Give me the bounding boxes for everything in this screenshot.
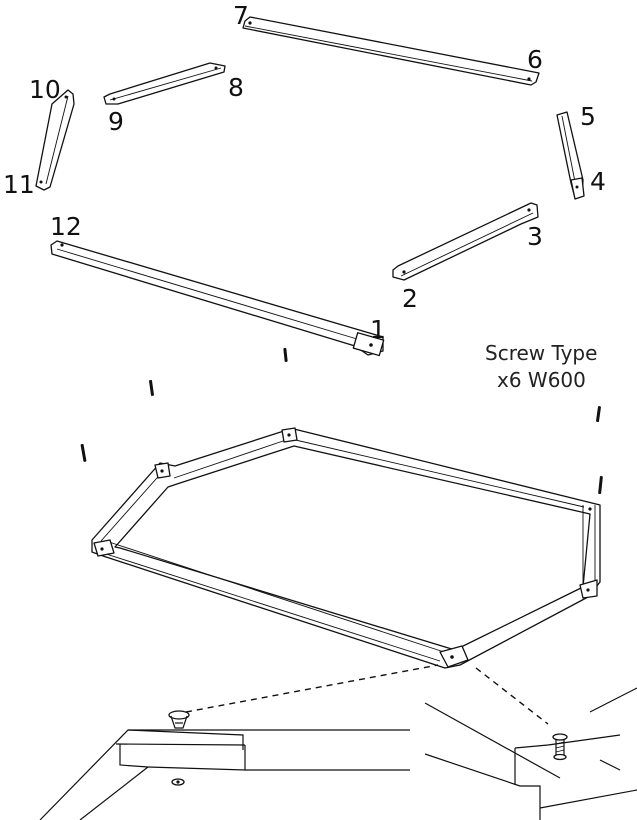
assembled-frame: [91, 427, 601, 669]
screw-type-caption-line2: x6 W600: [497, 368, 586, 392]
part-label-5: 5: [580, 102, 596, 131]
part-label-9: 9: [108, 107, 124, 136]
rail-part-8-9: [103, 62, 226, 105]
part-label-1: 1: [370, 315, 386, 344]
part-label-6: 6: [527, 45, 543, 74]
part-label-10: 10: [29, 75, 61, 104]
detail-inset-left: [39, 710, 410, 820]
detail-inset-right: [424, 687, 637, 820]
part-label-2: 2: [402, 284, 418, 313]
screw-type-caption-line1: Screw Type: [485, 341, 597, 365]
part-label-12: 12: [50, 212, 82, 241]
part-label-11: 11: [3, 170, 35, 199]
rail-part-3-2: [392, 202, 539, 281]
rail-part-7-6: [242, 16, 540, 86]
rail-part-5-4: [556, 111, 585, 200]
part-label-8: 8: [228, 73, 244, 102]
part-label-7: 7: [233, 1, 249, 30]
part-label-3: 3: [527, 222, 543, 251]
rail-part-10-11: [35, 89, 75, 191]
part-label-4: 4: [590, 167, 606, 196]
callout-lines: [185, 664, 549, 725]
rail-part-12-1: [50, 240, 385, 357]
